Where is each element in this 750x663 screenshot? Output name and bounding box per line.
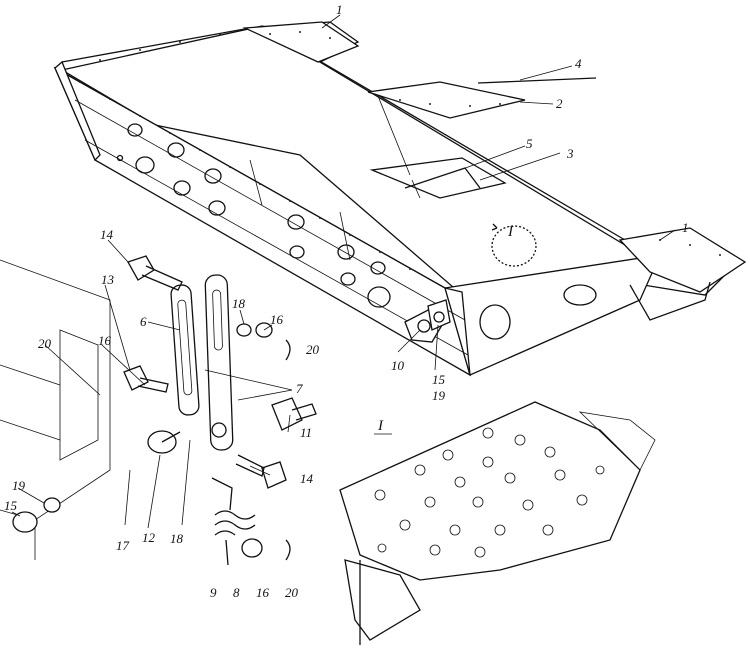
rod-4 bbox=[477, 77, 597, 84]
callout-1-top: 1 bbox=[336, 2, 343, 17]
callout-4: 4 bbox=[575, 56, 582, 71]
callout-10: 10 bbox=[391, 358, 405, 373]
callout-14-bottom: 14 bbox=[300, 471, 314, 486]
callout-20-top: 20 bbox=[306, 342, 320, 357]
callout-20-left: 20 bbox=[38, 336, 52, 351]
callout-16-left: 16 bbox=[98, 333, 112, 348]
detail-mark-on-beam: I bbox=[507, 224, 514, 240]
callout-16-top: 16 bbox=[270, 312, 284, 327]
callout-20-bottom: 20 bbox=[285, 585, 299, 600]
box-beam bbox=[53, 21, 747, 377]
callout-5: 5 bbox=[526, 136, 533, 151]
callout-7: 7 bbox=[296, 381, 303, 396]
callout-2: 2 bbox=[556, 96, 563, 111]
callout-17: 17 bbox=[116, 538, 130, 553]
anti-slip-cones bbox=[374, 427, 605, 558]
callout-19-beam: 19 bbox=[432, 388, 446, 403]
callout-1-right: 1 bbox=[682, 220, 689, 235]
callout-16-bottom: 16 bbox=[256, 585, 270, 600]
leader-lines bbox=[11, 14, 676, 529]
callout-9: 9 bbox=[210, 585, 217, 600]
callout-18-bottom: 18 bbox=[170, 531, 184, 546]
callout-14-top: 14 bbox=[100, 227, 114, 242]
callout-11: 11 bbox=[300, 425, 312, 440]
callout-12: 12 bbox=[142, 530, 156, 545]
callout-8: 8 bbox=[233, 585, 240, 600]
detail-mark-inset: I bbox=[377, 418, 384, 434]
detail-inset bbox=[339, 401, 656, 645]
callout-3: 3 bbox=[566, 146, 574, 161]
linkage-group bbox=[0, 255, 317, 566]
rivet-pattern bbox=[79, 31, 721, 270]
callout-6: 6 bbox=[140, 314, 147, 329]
callout-15-left: 15 bbox=[4, 498, 18, 513]
callout-19-left: 19 bbox=[12, 478, 26, 493]
callout-15-beam: 15 bbox=[432, 372, 446, 387]
callout-13: 13 bbox=[101, 272, 115, 287]
callout-labels: 1 1 2 3 4 5 6 7 8 9 10 11 12 13 14 14 15… bbox=[4, 2, 689, 600]
callout-18-top: 18 bbox=[232, 296, 246, 311]
